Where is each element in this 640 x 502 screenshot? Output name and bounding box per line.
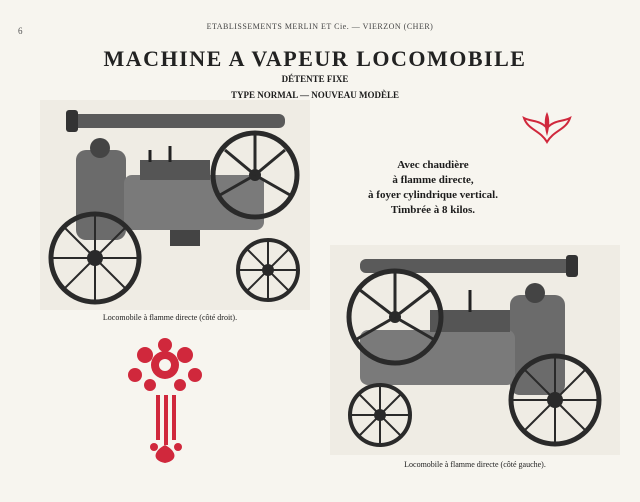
red-floral-ornament-large: [128, 338, 202, 463]
caption-right-side: Locomobile à flamme directe (côté droit)…: [102, 313, 238, 322]
description-line: à foyer cylindrique vertical.: [368, 189, 498, 201]
red-floral-ornament-small: [522, 112, 572, 144]
description-line: à flamme directe,: [392, 174, 474, 186]
subtitle-detente: DÉTENTE FIXE: [281, 74, 349, 84]
caption-left-side: Locomobile à flamme directe (côté gauche…: [404, 460, 546, 469]
locomobile-left-side-illustration: [330, 245, 620, 455]
page-title: MACHINE A VAPEUR LOCOMOBILE: [103, 46, 527, 71]
description-block: Avec chaudière à flamme directe, à foyer…: [348, 158, 518, 218]
page-number: 6: [18, 26, 23, 36]
running-header: ETABLISSEMENTS MERLIN ET Cie. — VIERZON …: [206, 22, 434, 31]
subtitle-type: TYPE NORMAL — NOUVEAU MODÈLE: [230, 90, 399, 100]
description-line: Timbrée à 8 kilos.: [390, 204, 476, 216]
locomobile-right-side-illustration: [40, 100, 310, 310]
description-line: Avec chaudière: [397, 159, 469, 171]
